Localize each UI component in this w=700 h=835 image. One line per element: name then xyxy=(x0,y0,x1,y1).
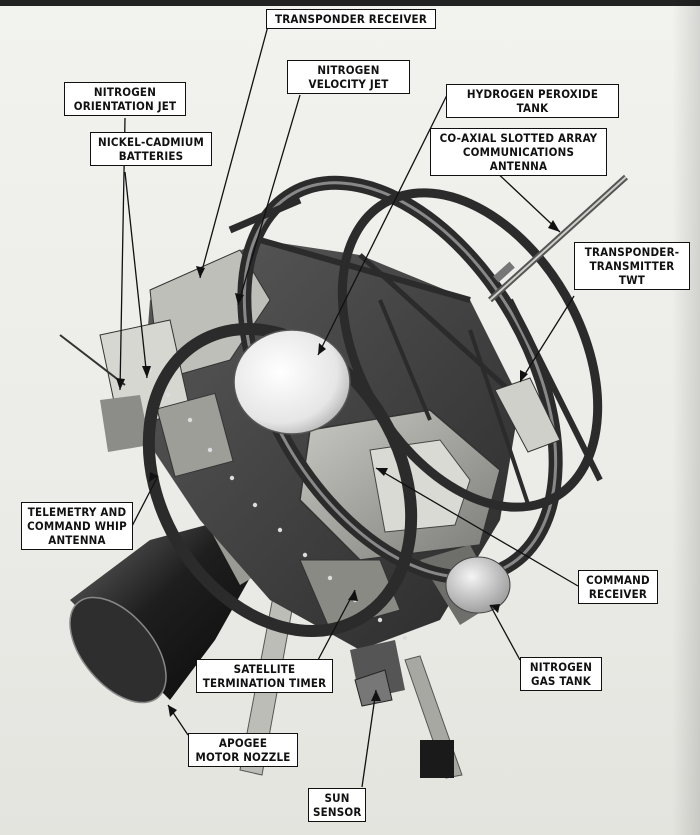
leader-lines xyxy=(119,25,579,788)
top-border xyxy=(0,0,700,6)
label-transponder-receiver: TRANSPONDER RECEIVER xyxy=(266,9,436,29)
satellite-body xyxy=(99,240,520,700)
leader-arrows xyxy=(116,220,560,717)
label-nitrogen-gas-tank: NITROGEN GAS TANK xyxy=(520,657,602,691)
label-nitrogen-velocity-jet: NITROGEN VELOCITY JET xyxy=(287,60,410,94)
twt-unit-shape xyxy=(494,377,561,453)
label-satellite-termination-timer: SATELLITE TERMINATION TIMER xyxy=(196,659,333,693)
label-nickel-cadmium-batteries: NICKEL-CADMIUM BATTERIES xyxy=(90,132,212,166)
label-coaxial-antenna: CO-AXIAL SLOTTED ARRAY COMMUNICATIONS AN… xyxy=(430,128,607,176)
edge-shadow xyxy=(672,0,700,835)
label-apogee-motor-nozzle: APOGEE MOTOR NOZZLE xyxy=(188,733,298,767)
sun-sensor-shape xyxy=(354,669,393,707)
nitrogen-gas-tank-shape xyxy=(445,556,511,614)
label-telemetry-whip-antenna: TELEMETRY AND COMMAND WHIP ANTENNA xyxy=(21,502,133,550)
whip-antenna-shape xyxy=(59,334,126,386)
label-hydrogen-peroxide-tank: HYDROGEN PEROXIDE TANK xyxy=(446,84,619,118)
ring-frame xyxy=(142,175,603,637)
hydrogen-peroxide-tank-shape xyxy=(233,329,351,435)
coaxial-antenna-shape xyxy=(487,174,629,303)
label-sun-sensor: SUN SENSOR xyxy=(308,788,366,822)
label-transponder-transmitter: TRANSPONDER- TRANSMITTER TWT xyxy=(574,242,690,290)
label-command-receiver: COMMAND RECEIVER xyxy=(578,570,658,604)
label-nitrogen-orientation-jet: NITROGEN ORIENTATION JET xyxy=(64,82,186,116)
